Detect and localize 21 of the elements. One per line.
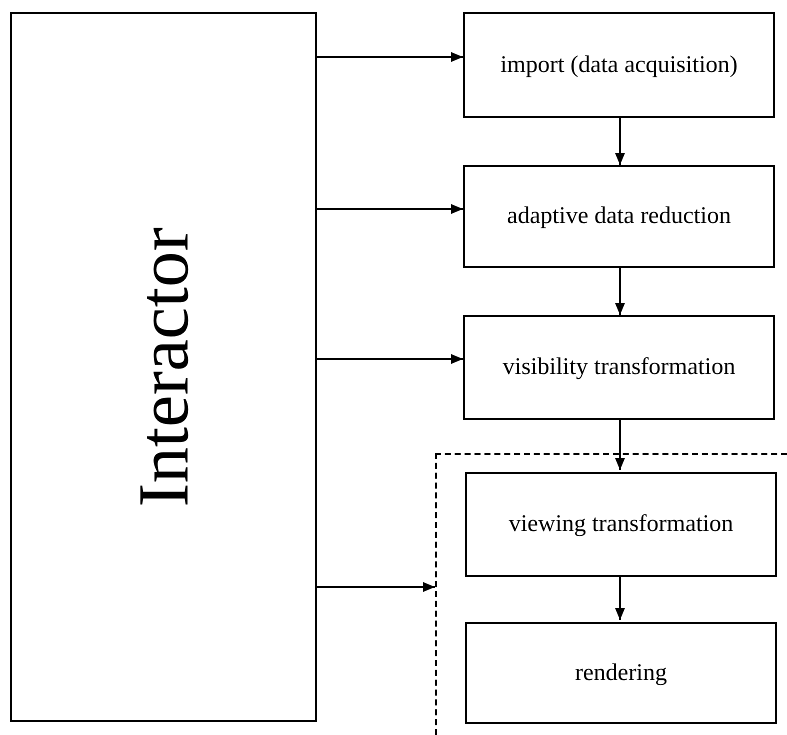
arrow [317,204,463,214]
box-label: import (data acquisition) [499,50,739,80]
process-box [465,622,777,724]
dashed-region [435,453,787,735]
box-label: adaptive data reduction [506,202,732,231]
process-box [10,12,317,722]
box-label: rendering [574,658,668,688]
process-box [463,12,775,118]
arrow [615,118,625,165]
box-label: Interactor [122,227,204,507]
arrow [317,582,435,592]
arrow [615,268,625,315]
arrow [317,354,463,364]
process-box [463,315,775,420]
arrow [615,420,625,470]
process-box [463,165,775,268]
box-label: visibility transformation [502,353,736,382]
process-box [465,472,777,577]
arrow [317,52,463,62]
arrow [615,575,625,620]
box-label: viewing transformation [508,510,734,539]
